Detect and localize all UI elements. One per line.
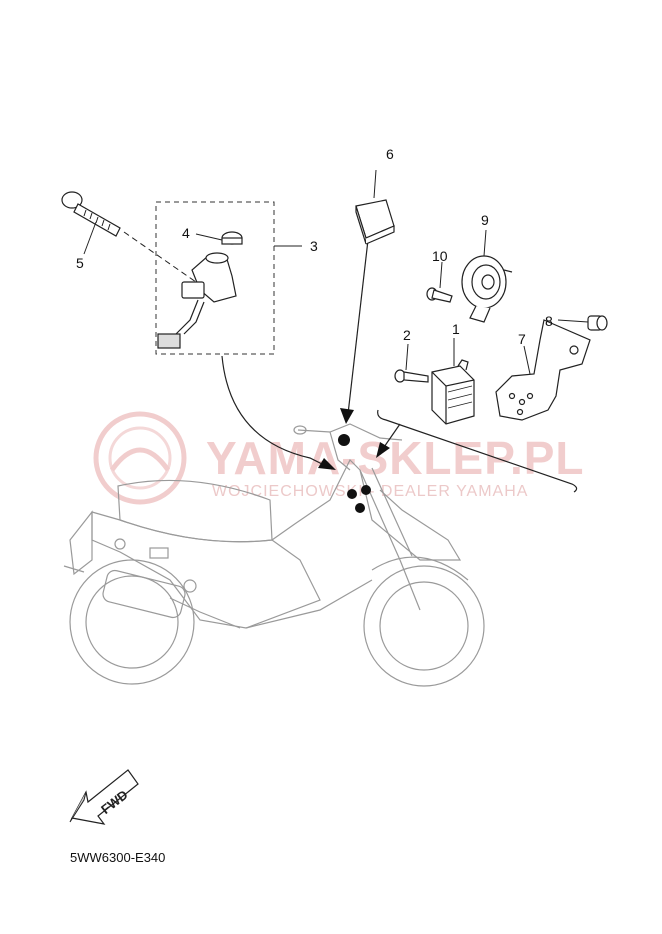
leader-6 (373, 169, 377, 199)
callout-10: 10 (432, 248, 448, 264)
leader-10 (439, 261, 443, 289)
leader-7 (523, 345, 531, 375)
fwd-arrow-icon: FWD (69, 769, 139, 825)
leader-4 (195, 233, 223, 241)
leader-2 (405, 343, 409, 371)
scooter-outline (63, 423, 485, 687)
watermark: YAMA-SKLEP.PL WOJCIECHOWSKI - DEALER YAM… (93, 411, 585, 505)
part-5-bolt (61, 191, 121, 237)
part-1-regulator (431, 359, 475, 425)
watermark-logo (93, 411, 187, 505)
callout-6: 6 (386, 146, 394, 162)
leader-5 (83, 221, 97, 255)
part-10-screw (426, 287, 453, 303)
group-bracket (377, 409, 578, 493)
part-4-key (221, 231, 243, 245)
location-dots (338, 434, 371, 513)
dash-5-to-ignition (123, 231, 197, 283)
part-6-flasher-relay (355, 199, 395, 245)
watermark-main: YAMA-SKLEP.PL (206, 432, 585, 484)
part-3-ignition-switch (157, 252, 237, 349)
callout-2: 2 (403, 327, 411, 343)
leader-8 (557, 319, 589, 323)
part-7-bracket (495, 319, 591, 421)
callout-4: 4 (182, 225, 190, 241)
part-8-nut (587, 315, 608, 331)
callout-9: 9 (481, 212, 489, 228)
leader-9 (483, 229, 487, 257)
diagram-code: 5WW6300-E340 (70, 850, 166, 865)
callout-3: 3 (310, 238, 318, 254)
part-9-horn (461, 255, 513, 323)
callout-7: 7 (518, 331, 526, 347)
part-2-bolt (394, 369, 429, 383)
callout-5: 5 (76, 255, 84, 271)
callout-1: 1 (452, 321, 460, 337)
arrowheads (318, 408, 390, 470)
callout-8: 8 (545, 313, 553, 329)
ignition-group-box (155, 201, 275, 355)
